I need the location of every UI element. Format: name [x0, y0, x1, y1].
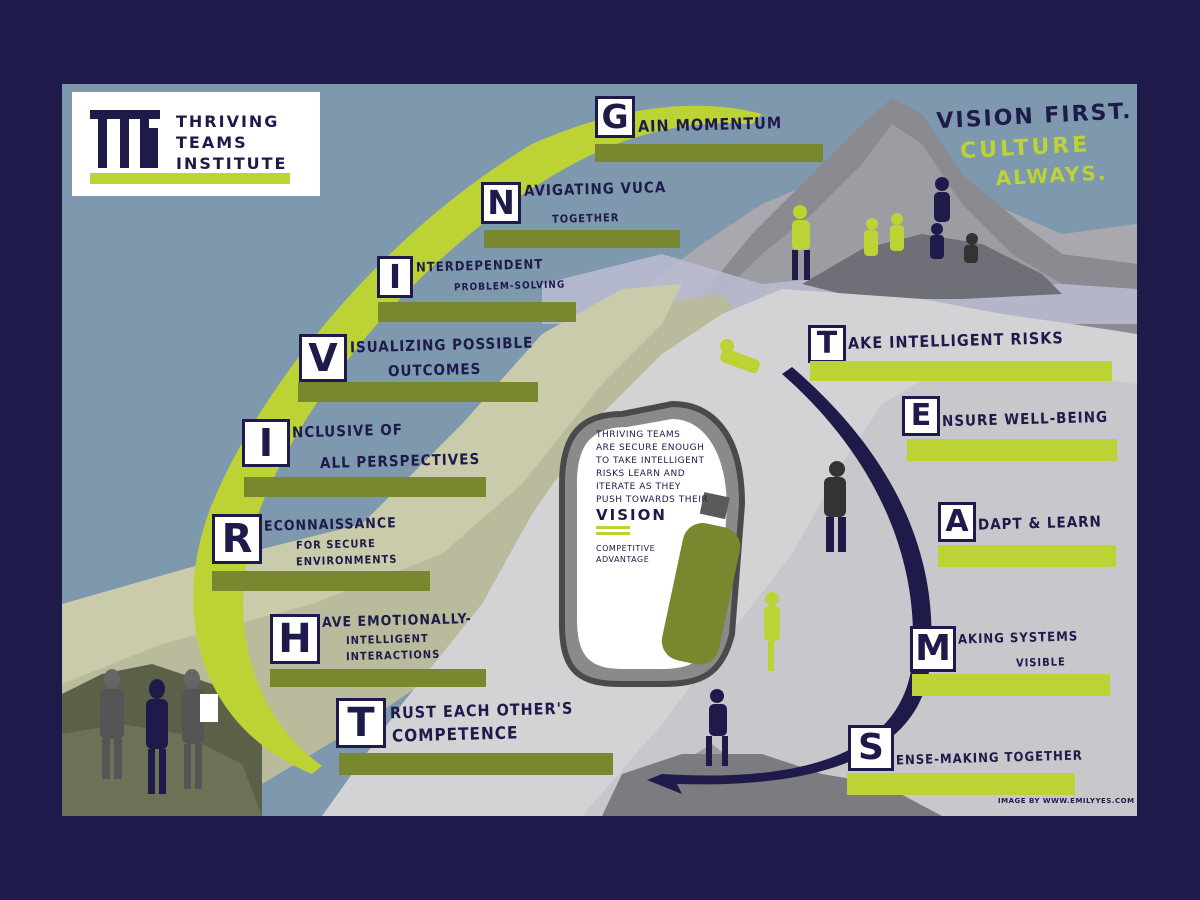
step-label-2: competence: [391, 723, 519, 747]
step-letter: E: [902, 396, 940, 436]
step-bar: [907, 439, 1117, 461]
step-letter: H: [270, 614, 320, 664]
step-bar: [847, 773, 1075, 795]
poster: THRIVING TEAMS INSTITUTE Vision First. C…: [62, 84, 1137, 816]
step-bar: [938, 545, 1116, 567]
step-bar: [339, 753, 613, 775]
step-label-3: environments: [295, 552, 398, 569]
center-line-4: risks learn and: [596, 469, 686, 479]
center-line-3: to take intelligent: [596, 456, 705, 466]
equals-sign-icon: [596, 526, 630, 535]
step-bar: [244, 477, 486, 497]
step-label-2: together: [551, 211, 620, 226]
tagline-line-2: Culture: [959, 132, 1091, 165]
tagline: Vision First. Culture Always.: [936, 99, 1137, 193]
step-bar: [912, 674, 1110, 696]
logo-underline: [90, 173, 290, 184]
step-bar: [484, 230, 680, 248]
center-line-2: are secure enough: [596, 443, 705, 453]
center-adv-2: Advantage: [596, 555, 650, 564]
step-letter: R: [212, 514, 262, 564]
logo-text-line-2: TEAMS: [176, 133, 248, 152]
climber-figures: [706, 177, 978, 766]
logo: THRIVING TEAMS INSTITUTE: [72, 92, 320, 196]
carabiner-icon: [559, 400, 746, 687]
step-letter: I: [377, 256, 413, 298]
step-letter: V: [299, 334, 347, 382]
logo-text-line-1: THRIVING: [176, 112, 280, 131]
carabiner-text: Thriving Teams are secure enough to take…: [596, 429, 726, 565]
step-bar: [595, 144, 823, 162]
step-letter: G: [595, 96, 635, 138]
step-label: nclusive of: [291, 420, 404, 442]
step-letter: A: [938, 502, 976, 542]
center-line-6: push towards their: [596, 495, 709, 505]
step-label-2: outcomes: [387, 359, 482, 381]
step-bar: [810, 361, 1112, 381]
center-vision: Vision: [596, 506, 667, 524]
people-silhouettes: [100, 669, 218, 794]
step-letter: M: [910, 626, 956, 672]
center-line-5: iterate as they: [596, 482, 681, 492]
step-label: avigating VUCA: [523, 178, 667, 200]
step-bar: [298, 382, 538, 402]
step-label-3: interactions: [345, 647, 441, 664]
step-label: aking systems: [957, 629, 1079, 648]
step-letter: S: [848, 725, 894, 771]
step-label: nterdependent: [415, 257, 544, 276]
step-label-2: problem-solving: [453, 279, 566, 294]
step-letter: T: [336, 698, 386, 748]
logo-mark-icon: [90, 110, 160, 168]
step-letter: N: [481, 182, 521, 224]
step-bar: [270, 669, 486, 687]
step-bar: [378, 302, 576, 322]
step-label-2: visible: [1015, 655, 1066, 670]
center-line-1: Thriving Teams: [596, 430, 681, 440]
image-credit: Image by www.emilyyes.com: [998, 797, 1135, 805]
logo-text-line-3: INSTITUTE: [176, 154, 288, 173]
step-label: dapt & Learn: [977, 512, 1103, 534]
step-label: econnaissance: [263, 515, 397, 535]
step-letter: I: [242, 419, 290, 467]
step-bar: [212, 571, 430, 591]
step-label: ain Momentum: [637, 113, 783, 136]
center-adv-1: Competitive: [596, 544, 656, 553]
step-letter: T: [808, 325, 846, 363]
